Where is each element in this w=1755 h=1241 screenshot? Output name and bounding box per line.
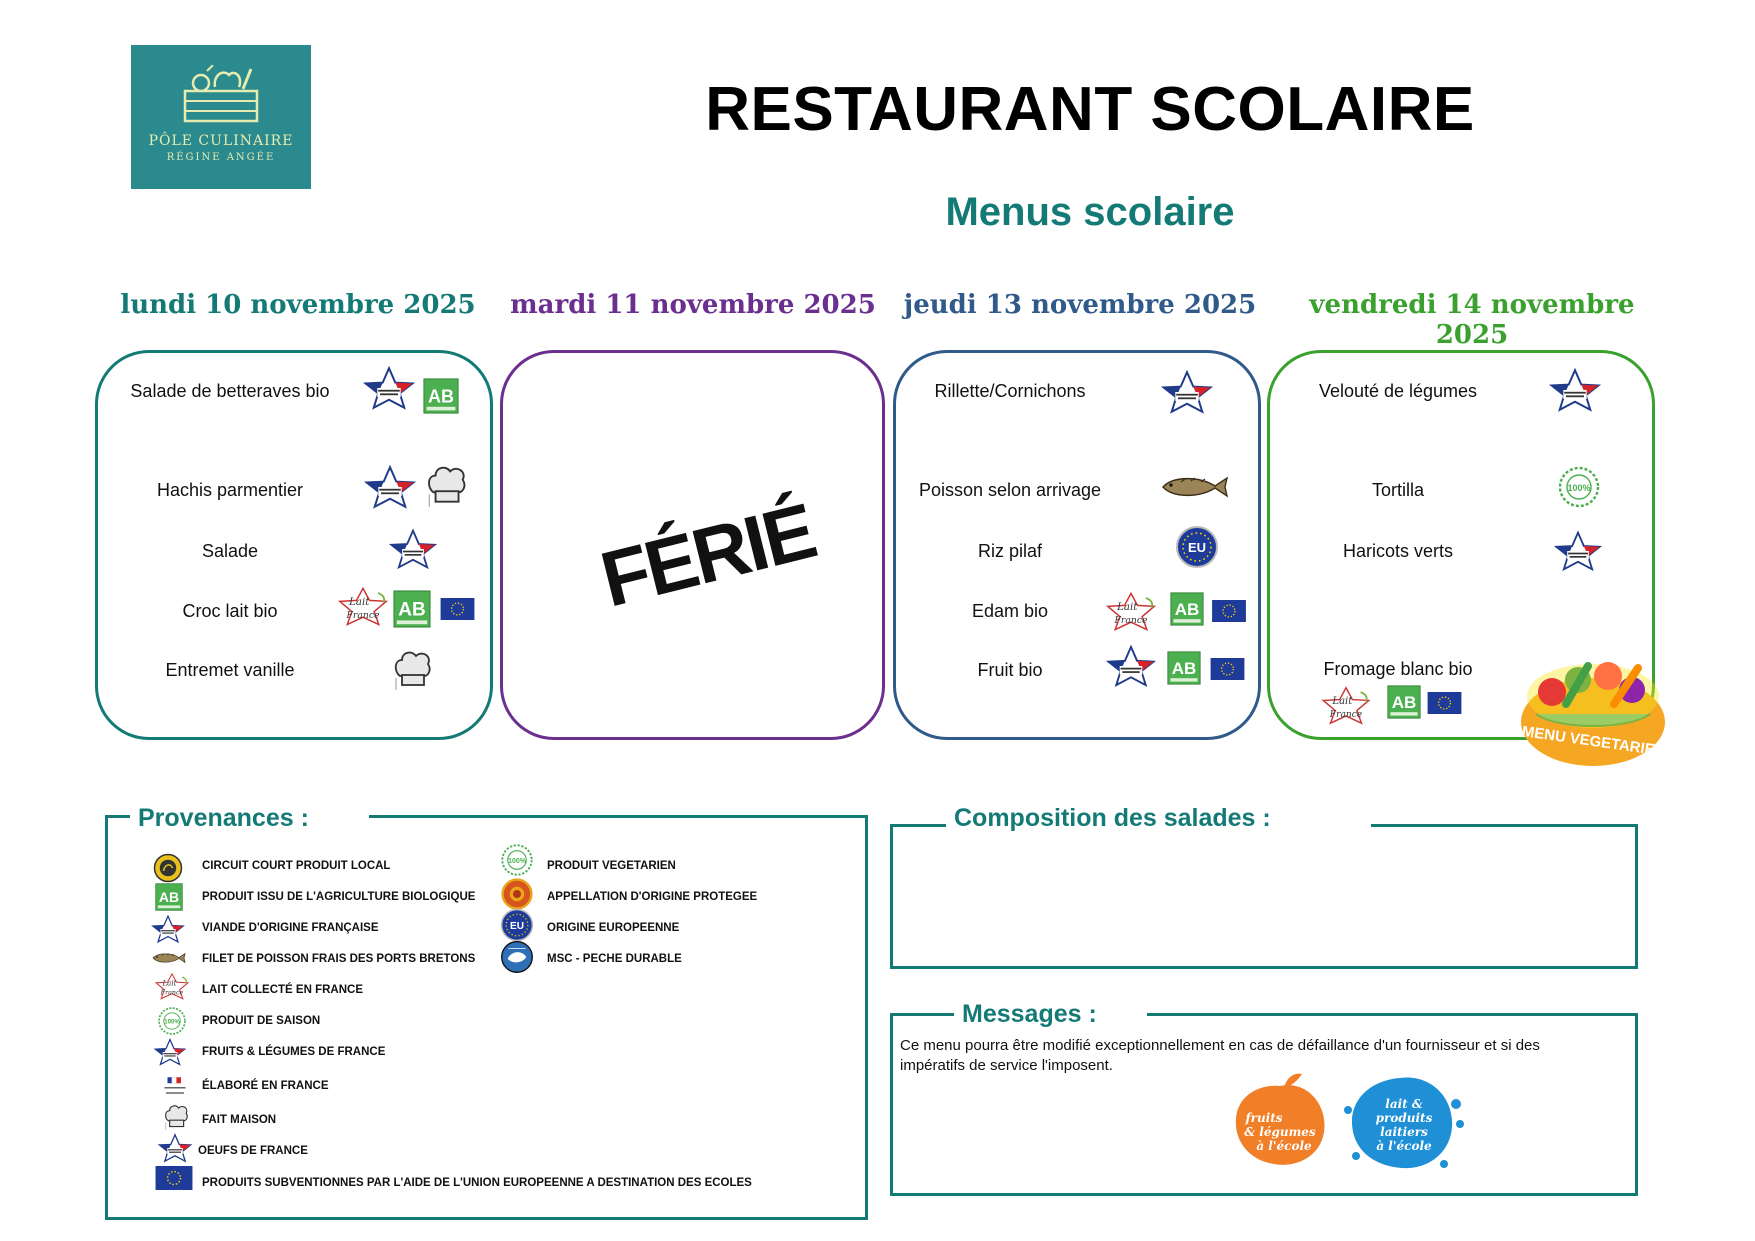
- provenance-label: VIANDE D'ORIGINE FRANÇAISE: [202, 922, 379, 934]
- saison-icon: [1557, 465, 1601, 509]
- page-title: RESTAURANT SCOLAIRE: [705, 75, 1475, 144]
- ab-bio-icon: [1170, 592, 1204, 626]
- salades-panel: [890, 824, 1638, 969]
- menu-item: Fromage blanc bio: [1323, 659, 1473, 679]
- logo-subtitle: RÉGINE ANGÉE: [166, 152, 276, 163]
- viandes-de-france-icon: [1160, 370, 1214, 414]
- provenance-label: PRODUIT DE SAISON: [202, 1015, 321, 1027]
- day-heading-tuesday: mardi 11 novembre 2025: [510, 290, 876, 320]
- fruits-legumes-france-icon: [1553, 530, 1603, 572]
- ab-bio-icon: [393, 590, 431, 628]
- ab-bio-icon: [155, 883, 183, 911]
- svg-text:laitiers: laitiers: [1380, 1125, 1428, 1139]
- fruits-legumes-france-icon: [388, 528, 438, 570]
- provenance-label: CIRCUIT COURT PRODUIT LOCAL: [202, 860, 391, 872]
- provenance-label: ÉLABORÉ EN FRANCE: [202, 1080, 329, 1092]
- eu-flag-icon: [1210, 600, 1248, 622]
- eu-circle-icon: [1175, 525, 1219, 569]
- elabore-france-icon: [160, 1075, 190, 1099]
- menu-item: Croc lait bio: [182, 601, 278, 621]
- page-subtitle: Menus scolaire: [945, 190, 1235, 234]
- day-heading-monday: lundi 10 novembre 2025: [120, 290, 476, 320]
- local-circuit-icon: [153, 853, 183, 883]
- provenance-label: PRODUIT VEGETARIEN: [547, 860, 676, 872]
- fruits-legumes-france-icon: [1548, 368, 1602, 412]
- day-heading-friday: vendredi 14 novembre 2025: [1309, 290, 1635, 350]
- fish-icon: [1158, 474, 1232, 500]
- fish-icon: [151, 950, 187, 966]
- provenances-title: Provenances :: [130, 804, 369, 833]
- ab-bio-icon: [1167, 651, 1201, 685]
- salades-title: Composition des salades :: [946, 804, 1371, 833]
- menu-item: Salade: [201, 541, 259, 561]
- messages-title: Messages :: [954, 1000, 1147, 1029]
- svg-text:produits: produits: [1376, 1111, 1433, 1125]
- messages-text: Ce menu pourra être modifié exceptionnel…: [900, 1037, 1540, 1074]
- day-heading-thursday: jeudi 13 novembre 2025: [903, 290, 1257, 320]
- svg-text:fruits: fruits: [1244, 1111, 1282, 1125]
- eu-flag-icon: [440, 598, 475, 620]
- menu-item: Tortilla: [1371, 480, 1424, 500]
- menu-item: Poisson selon arrivage: [918, 480, 1102, 500]
- menu-item: Haricots verts: [1342, 541, 1454, 561]
- menu-item: Riz pilaf: [977, 541, 1043, 561]
- svg-text:à l'école: à l'école: [1256, 1139, 1312, 1153]
- eu-flag-icon: [1210, 658, 1245, 680]
- menu-item: Edam bio: [971, 601, 1049, 621]
- menu-item: Velouté de légumes: [1318, 381, 1478, 401]
- eu-flag-icon: [155, 1166, 193, 1190]
- provenance-label: APPELLATION D'ORIGINE PROTEGEE: [547, 891, 758, 903]
- fruits-legumes-ecole-logo: fruits & légumes à l'école: [1235, 1073, 1325, 1165]
- provenance-label: MSC - PECHE DURABLE: [547, 953, 682, 965]
- menu-item: Entremet vanille: [165, 660, 295, 680]
- vegetable-crate-icon: [183, 65, 259, 123]
- aop-icon: [501, 878, 533, 910]
- ab-bio-icon: [1387, 685, 1421, 719]
- viandes-de-france-icon: [363, 465, 417, 509]
- lait-france-icon: [1105, 590, 1157, 632]
- svg-text:lait &: lait &: [1385, 1097, 1423, 1111]
- lait-france-icon: [154, 972, 190, 1000]
- provenance-label: ORIGINE EUROPEENNE: [547, 922, 680, 934]
- pole-culinaire-logo: PÔLE CULINAIRE RÉGINE ANGÉE: [131, 45, 311, 189]
- msc-icon: [500, 940, 534, 974]
- ab-bio-icon: [423, 378, 459, 414]
- lait-france-icon: [1320, 685, 1372, 725]
- eu-flag-icon: [1427, 692, 1462, 714]
- provenances-panel: [105, 815, 868, 1220]
- provenance-label: FAIT MAISON: [202, 1114, 277, 1126]
- lait-france-icon: [337, 585, 389, 627]
- fruits-legumes-france-icon: [153, 1038, 187, 1066]
- logo-title: PÔLE CULINAIRE: [148, 133, 294, 149]
- chef-hat-icon: [392, 648, 432, 692]
- menu-item: Salade de betteraves bio: [130, 381, 330, 401]
- fruits-legumes-france-icon: [362, 366, 416, 410]
- vegetarien-icon: [500, 843, 534, 877]
- day-card-tuesday: [500, 350, 885, 740]
- viandes-de-france-icon: [150, 915, 186, 943]
- eu-circle-icon: [500, 908, 534, 942]
- oeufs-france-icon: [157, 1133, 193, 1163]
- menu-vegetarien-badge: MENU VEGETARIEN: [1521, 662, 1666, 766]
- saison-icon: [157, 1006, 187, 1036]
- chef-hat-icon: [425, 463, 467, 509]
- menu-item: Fruit bio: [977, 660, 1043, 680]
- provenance-label: PRODUIT ISSU DE L'AGRICULTURE BIOLOGIQUE: [202, 891, 476, 903]
- menu-item: Rillette/Cornichons: [934, 381, 1086, 401]
- provenance-label: OEUFS DE FRANCE: [198, 1145, 308, 1157]
- provenance-label: PRODUITS SUBVENTIONNES PAR L'AIDE DE L'U…: [202, 1177, 752, 1189]
- provenance-label: LAIT COLLECTÉ EN FRANCE: [202, 984, 363, 996]
- fruits-legumes-france-icon: [1105, 645, 1157, 687]
- provenance-label: FRUITS & LÉGUMES DE FRANCE: [202, 1046, 386, 1058]
- day-card-friday: [1267, 350, 1655, 740]
- provenance-label: FILET DE POISSON FRAIS DES PORTS BRETONS: [202, 953, 476, 965]
- svg-text:& légumes: & légumes: [1244, 1125, 1316, 1139]
- lait-produits-laitiers-ecole-logo: lait & produits laitiers à l'école: [1344, 1077, 1464, 1169]
- svg-text:à l'école: à l'école: [1376, 1139, 1432, 1153]
- chef-hat-icon: [163, 1103, 189, 1131]
- menu-item: Hachis parmentier: [156, 480, 304, 500]
